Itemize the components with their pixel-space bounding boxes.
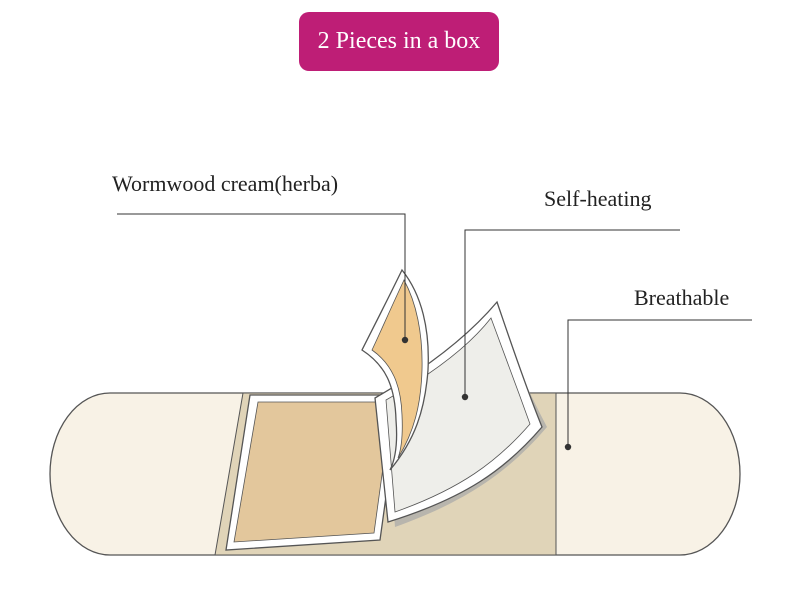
self-heating-label: Self-heating bbox=[544, 186, 652, 211]
wormwood-layer-shape bbox=[371, 279, 423, 459]
breathable-label: Breathable bbox=[634, 285, 730, 310]
breathable-leader-line bbox=[567, 319, 752, 446]
wormwood-cream-label: Wormwood cream(herba) bbox=[112, 171, 339, 196]
breathable-leader-dot bbox=[564, 443, 572, 451]
wormwood-leader-dot bbox=[401, 336, 409, 344]
pieces-badge: 2 Pieces in a box bbox=[299, 12, 499, 71]
self-heating-leader-dot bbox=[461, 393, 469, 401]
self-heating-layer-shape bbox=[385, 317, 531, 513]
wormwood-leader-line bbox=[117, 213, 406, 338]
pad-inner-shape bbox=[233, 401, 393, 543]
self-heating-leader-line bbox=[464, 229, 680, 396]
